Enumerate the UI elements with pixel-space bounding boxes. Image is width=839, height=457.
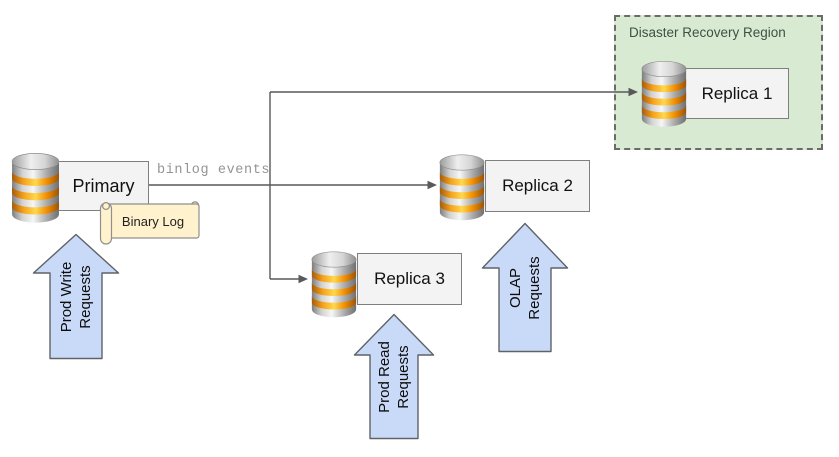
binary-log-label: Binary Log xyxy=(121,213,185,229)
up-arrow-shape xyxy=(481,222,569,353)
region-title: Disaster Recovery Region xyxy=(629,25,786,40)
replica3-node-label: Replica 3 xyxy=(374,269,445,288)
replica2-node-label: Replica 2 xyxy=(502,176,573,195)
replica3-node-box: Replica 3 xyxy=(357,253,462,305)
replica2-database-icon xyxy=(437,149,487,226)
primary-node-label: Primary xyxy=(72,175,135,196)
binary-log-scroll: Binary Log xyxy=(97,199,203,245)
replica2-node-box: Replica 2 xyxy=(485,160,590,212)
olap-requests-label: OLAP Requests xyxy=(507,255,543,320)
olap-requests-arrow: OLAP Requests xyxy=(481,222,569,353)
primary-database-icon xyxy=(9,150,62,226)
replica1-database-icon xyxy=(639,56,689,132)
replica1-node-box: Replica 1 xyxy=(685,68,789,119)
prod-read-requests-label: Prod Read Requests xyxy=(376,340,412,413)
up-arrow-shape xyxy=(353,313,435,440)
up-arrow-shape xyxy=(32,233,120,360)
arrowhead-replica3 xyxy=(298,274,308,284)
primary-node-box: Primary xyxy=(58,161,149,211)
replica1-node-label: Replica 1 xyxy=(701,83,773,103)
binlog-events-edge-label: binlog events xyxy=(157,163,271,178)
prod-write-requests-label: Prod Write Requests xyxy=(58,261,94,332)
prod-write-requests-arrow: Prod Write Requests xyxy=(32,233,120,360)
prod-read-requests-arrow: Prod Read Requests xyxy=(353,313,435,440)
scroll-shape xyxy=(99,201,200,245)
arrowhead-replica2 xyxy=(427,180,437,190)
replica3-database-icon xyxy=(309,246,359,323)
